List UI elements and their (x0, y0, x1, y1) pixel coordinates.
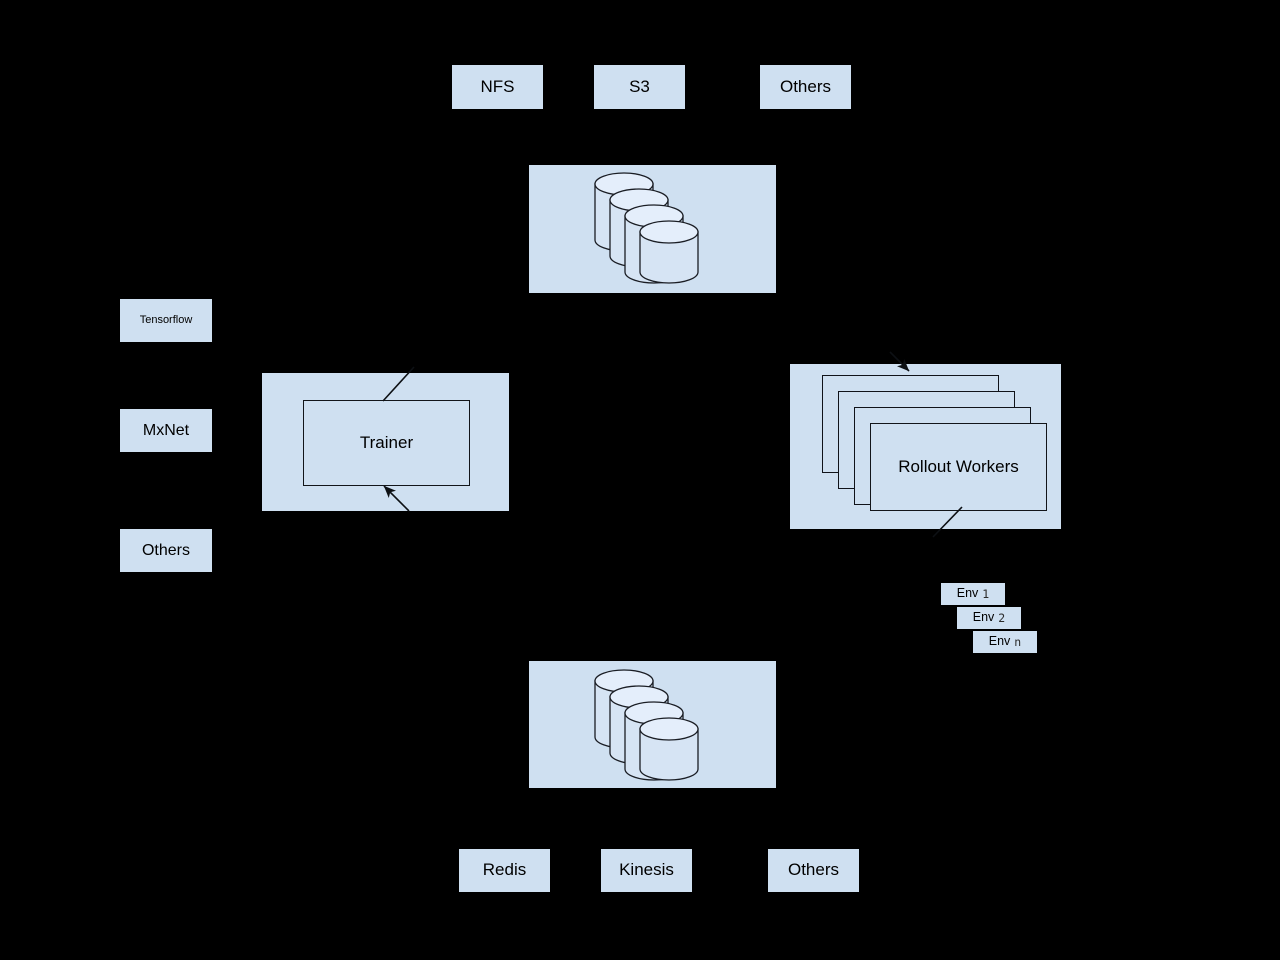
env-box-3-name: Env (988, 634, 1011, 649)
env-box-3-index: n (1014, 634, 1022, 649)
env-box-3[interactable]: Env n (973, 631, 1037, 653)
storage-backend-s3-label: S3 (629, 76, 650, 96)
storage-backend-nfs[interactable]: NFS (452, 65, 543, 109)
queue-backend-others-bottom[interactable]: Others (768, 849, 859, 892)
storage-backend-s3[interactable]: S3 (594, 65, 685, 109)
rollout-workers-label: Rollout Workers (898, 456, 1019, 476)
framework-tensorflow[interactable]: Tensorflow (120, 299, 212, 342)
storage-panel-bottom (529, 661, 776, 788)
framework-mxnet[interactable]: MxNet (120, 409, 212, 452)
queue-backend-redis[interactable]: Redis (459, 849, 550, 892)
env-box-2-index: 2 (998, 610, 1006, 625)
framework-mxnet-label: MxNet (142, 421, 190, 439)
storage-backend-others-top-label: Others (779, 76, 832, 96)
storage-panel-top (529, 165, 776, 293)
env-box-2[interactable]: Env 2 (957, 607, 1021, 629)
queue-backend-others-bottom-label: Others (787, 860, 840, 880)
queue-backend-kinesis[interactable]: Kinesis (601, 849, 692, 892)
rollout-workers-box[interactable]: Rollout Workers (870, 423, 1047, 511)
env-box-1-name: Env (956, 586, 979, 601)
framework-others[interactable]: Others (120, 529, 212, 572)
queue-backend-kinesis-label: Kinesis (619, 860, 674, 880)
trainer-box[interactable]: Trainer (303, 400, 470, 486)
env-box-2-name: Env (972, 610, 995, 625)
env-box-1-index: 1 (982, 586, 990, 601)
framework-others-label: Others (141, 541, 190, 559)
queue-backend-redis-label: Redis (482, 860, 527, 880)
trainer-label: Trainer (359, 432, 414, 452)
env-box-1[interactable]: Env 1 (941, 583, 1005, 605)
framework-tensorflow-label: Tensorflow (139, 314, 193, 327)
storage-backend-nfs-label: NFS (480, 76, 515, 96)
storage-backend-others-top[interactable]: Others (760, 65, 851, 109)
